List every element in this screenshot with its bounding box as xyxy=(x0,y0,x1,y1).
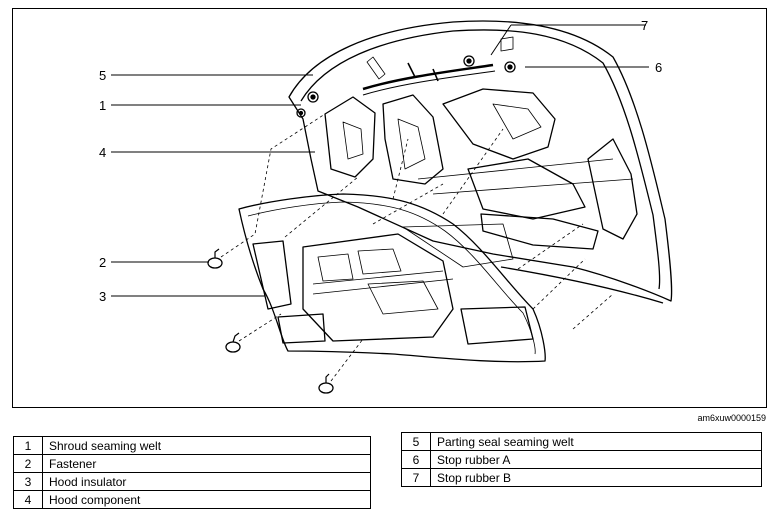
hood-insulator xyxy=(238,193,546,363)
hood-inner-edge xyxy=(300,29,661,290)
fastener-3 xyxy=(318,382,334,394)
legend-number: 4 xyxy=(13,490,43,509)
legend-label: Hood component xyxy=(42,490,371,509)
legend-number: 6 xyxy=(401,450,431,469)
legend-number: 2 xyxy=(13,454,43,473)
hood-front-edge xyxy=(500,266,664,304)
callout-4: 4 xyxy=(99,145,107,160)
legend-label: Hood insulator xyxy=(42,472,371,491)
exploded-view-drawing xyxy=(111,20,673,394)
legend-number: 7 xyxy=(401,468,431,487)
callout-5: 5 xyxy=(99,68,107,83)
legend-number: 3 xyxy=(13,472,43,491)
legend-label: Stop rubber B xyxy=(430,468,762,487)
fastener-1 xyxy=(207,257,223,269)
callout-3: 3 xyxy=(99,289,107,304)
callout-leaders xyxy=(111,24,649,297)
legend-label: Fastener xyxy=(42,454,371,473)
fastener-2 xyxy=(225,341,241,353)
figure-id: am6xuw0000159 xyxy=(697,413,766,423)
legend-number: 5 xyxy=(401,432,431,451)
callout-1: 1 xyxy=(99,98,107,113)
legend-label: Stop rubber A xyxy=(430,450,762,469)
hood-outline xyxy=(288,20,673,302)
legend-number: 1 xyxy=(13,436,43,455)
callout-7: 7 xyxy=(641,18,649,33)
callout-6: 6 xyxy=(655,60,663,75)
legend-label: Parting seal seaming welt xyxy=(430,432,762,451)
parting-seal-welt xyxy=(362,63,494,91)
hood-insulator-diagram: 7 5 6 1 4 2 3 xyxy=(12,8,767,408)
callout-2: 2 xyxy=(99,255,107,270)
legend-label: Shroud seaming welt xyxy=(42,436,371,455)
